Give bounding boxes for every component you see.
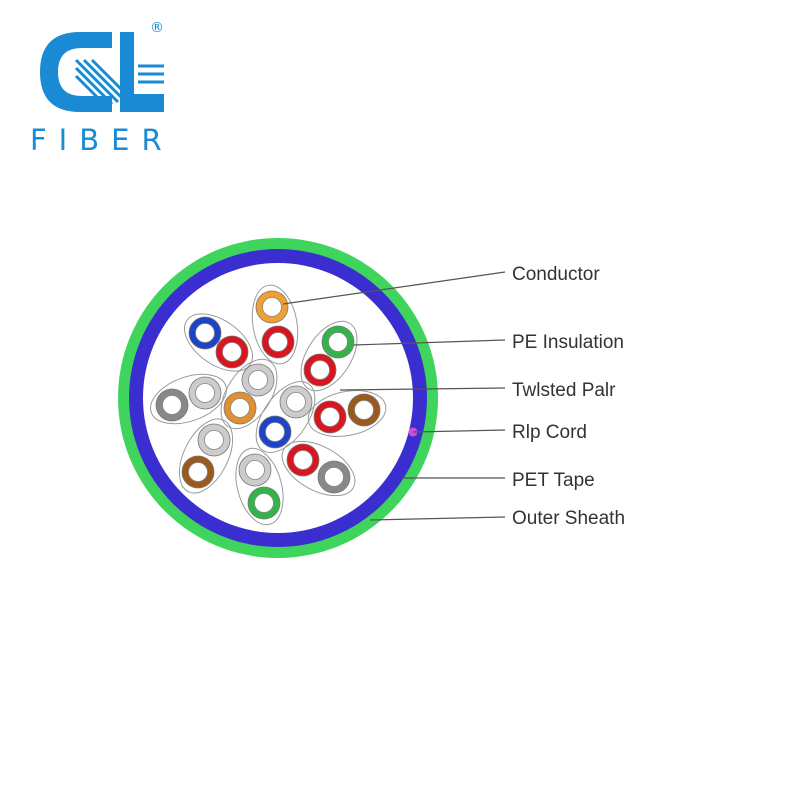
twisted-pair-7 [307, 390, 387, 437]
conductor-core [328, 332, 348, 352]
twisted-pair-2 [184, 313, 253, 372]
leader-lines [282, 271, 506, 521]
conductor-core [204, 430, 224, 450]
pair-outline [255, 381, 316, 453]
conductor-core [195, 383, 215, 403]
conductor-core [293, 450, 313, 470]
conductor-core [248, 370, 268, 390]
leader-line-pe-insulation [353, 339, 506, 346]
conductor-core [268, 332, 288, 352]
conductor-core [245, 460, 265, 480]
twisted-pairs-group [150, 284, 387, 526]
conductor-core [262, 297, 282, 317]
twisted-pair-8 [178, 418, 234, 494]
leader-line-conductor [282, 271, 506, 305]
leader-line-outer-sheath [369, 516, 506, 521]
conductor-core [265, 422, 285, 442]
pair-outline [150, 373, 227, 425]
pair-outline [307, 390, 387, 437]
conductor-core [254, 493, 274, 513]
conductor-core [195, 323, 215, 343]
twisted-pair-4 [150, 373, 227, 425]
logo-stripes [74, 58, 164, 108]
label-conductor: Conductor [512, 264, 600, 285]
label-rip-cord: Rlp Cord [512, 422, 587, 443]
logo-wordmark: FIBER [30, 123, 174, 157]
pair-outline [251, 284, 299, 365]
pair-outline [184, 313, 253, 372]
twisted-pair-3 [300, 320, 358, 392]
conductor-core [354, 400, 374, 420]
pair-outline [178, 418, 234, 494]
leader-line-twisted-pair [339, 387, 506, 391]
logo-mark-icon [40, 32, 164, 112]
company-logo: ® FIBER [30, 20, 174, 157]
conductor-core [286, 392, 306, 412]
conductor-core [230, 398, 250, 418]
pair-outline [235, 447, 284, 526]
label-outer-sheath: Outer Sheath [512, 508, 625, 529]
twisted-pair-10 [281, 440, 356, 497]
pair-outline [300, 320, 358, 392]
label-pet-tape: PET Tape [512, 470, 595, 491]
conductor-core [222, 342, 242, 362]
pair-outline [281, 440, 356, 497]
label-twisted-pair: Twlsted Palr [512, 380, 616, 401]
twisted-pair-9 [235, 447, 284, 526]
cable-cross-section [118, 238, 438, 558]
leader-line-rip-cord [412, 429, 506, 433]
twisted-pair-6 [255, 381, 316, 453]
conductor-core [162, 395, 182, 415]
twisted-pair-5 [220, 358, 278, 430]
conductor-core [320, 407, 340, 427]
pair-outline [220, 358, 278, 430]
conductor-core [188, 462, 208, 482]
component-labels: Conductor PE Insulation Twlsted Palr Rlp… [512, 264, 625, 529]
twisted-pair-1 [251, 284, 299, 365]
logo-g-shape [40, 32, 112, 112]
label-pe-insulation: PE Insulation [512, 332, 624, 353]
logo-l-shape [120, 32, 164, 112]
logo-registered-mark: ® [150, 20, 164, 36]
conductor-core [324, 467, 344, 487]
conductor-core [310, 360, 330, 380]
